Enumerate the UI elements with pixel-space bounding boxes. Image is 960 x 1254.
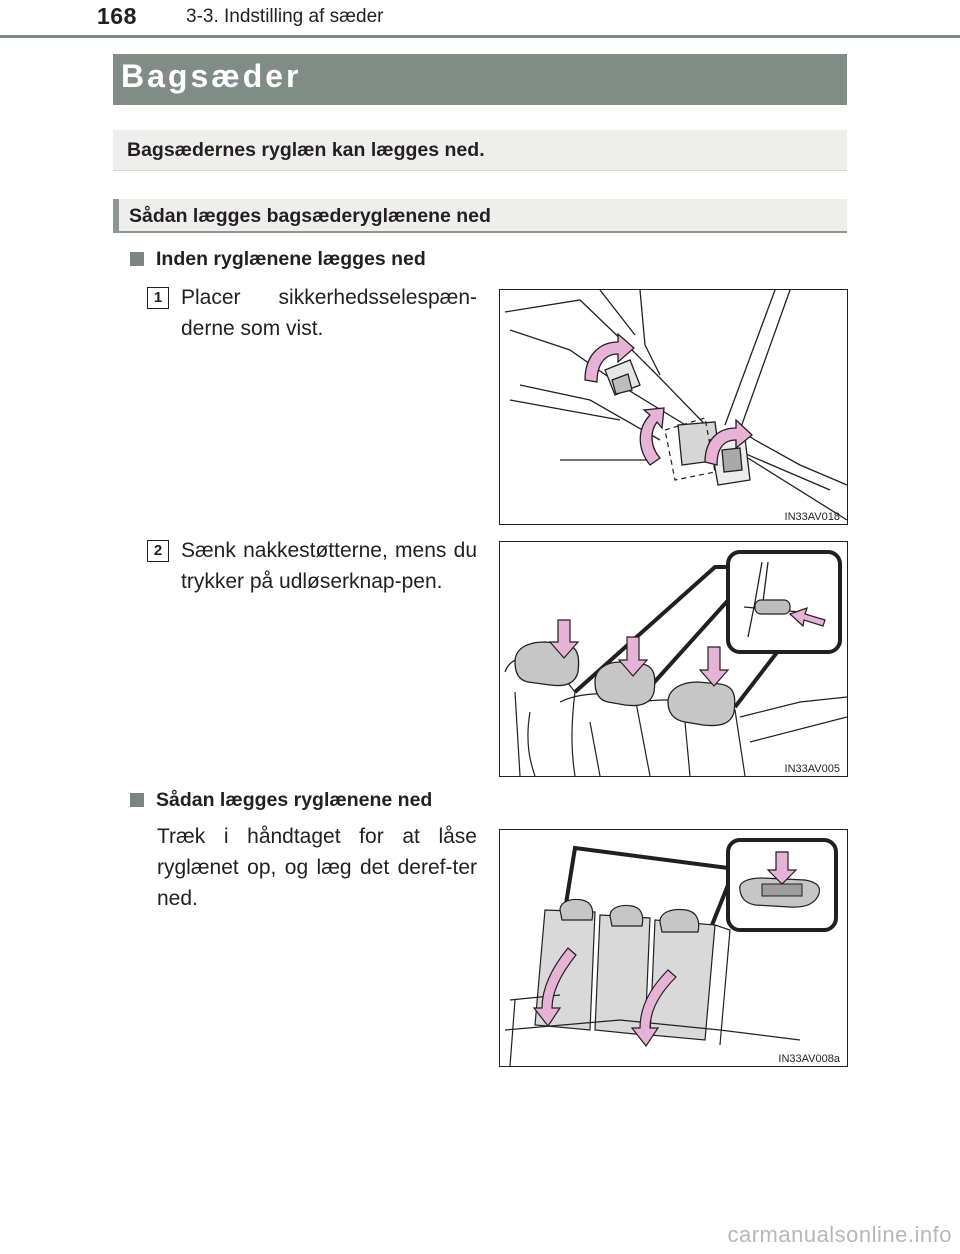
header-rule: [0, 35, 960, 38]
intro-box: Bagsædernes ryglæn kan lægges ned.: [113, 130, 847, 171]
figure-code: IN33AV005: [785, 763, 840, 775]
title-bar: Bagsæder: [113, 54, 847, 105]
figure-fold-seatback: IN33AV008a: [499, 829, 848, 1067]
figure-headrests: IN33AV005: [499, 541, 848, 777]
figure-code: IN33AV018: [785, 511, 840, 523]
page-number: 168: [97, 3, 137, 29]
section-heading-folding: Sådan lægges ryglænene ned: [130, 789, 432, 812]
subheading-bar: Sådan lægges bagsæderyglænene ned: [113, 199, 847, 233]
intro-text: Bagsædernes ryglæn kan lægges ned.: [127, 139, 485, 161]
headrest-illustration: IN33AV005: [504, 550, 847, 776]
figure-code: IN33AV008a: [778, 1053, 840, 1065]
watermark: carmanualsonline.info: [727, 1222, 952, 1247]
section-heading-before-folding: Inden ryglænene lægges ned: [130, 248, 426, 271]
step-2-text: Sænk nakkestøtterne, mens du trykker på …: [181, 539, 477, 593]
square-bullet-icon: [130, 252, 144, 266]
page-title: Bagsæder: [121, 58, 302, 94]
seatbelt-buckle-illustration: IN33AV018: [504, 290, 847, 523]
section-heading-text: Sådan lægges ryglænene ned: [156, 789, 433, 811]
step-1-text: Placer sikkerhedsselespæn-derne som vist…: [181, 286, 477, 340]
subheading-text: Sådan lægges bagsæderyglænene ned: [129, 205, 491, 227]
step-number-badge: 1: [147, 287, 169, 309]
fold-seatback-illustration: IN33AV008a: [504, 838, 841, 1066]
square-bullet-icon: [130, 793, 144, 807]
running-head: 3-3. Indstilling af sæder: [186, 6, 384, 27]
figure-seatbelt-buckles: IN33AV018: [499, 289, 848, 525]
step-number-badge: 2: [147, 540, 169, 562]
section-heading-text: Inden ryglænene lægges ned: [156, 248, 426, 270]
folding-instruction-text: Træk i håndtaget for at låse ryglænet op…: [157, 825, 477, 910]
